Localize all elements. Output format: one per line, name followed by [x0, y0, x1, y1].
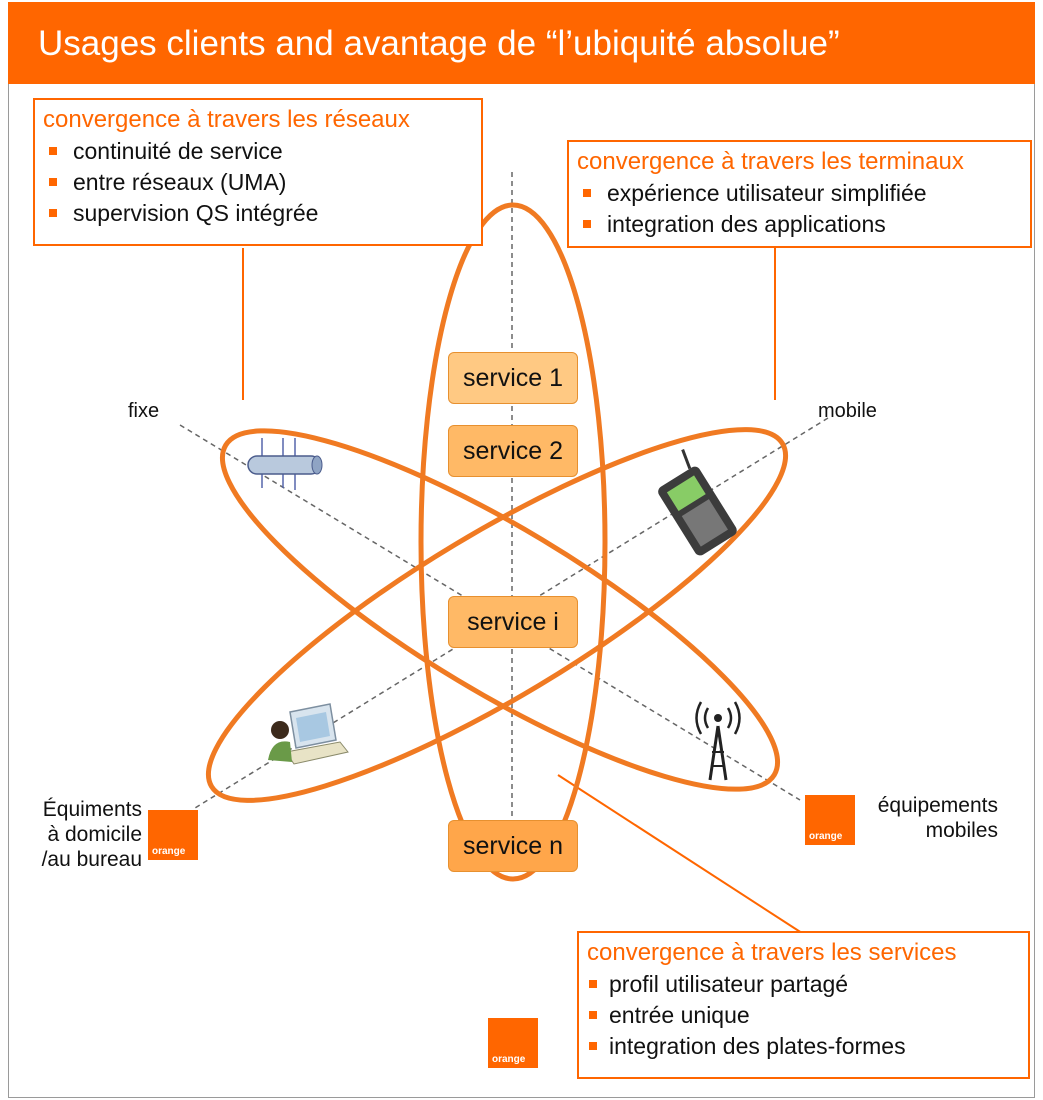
network-cable-icon [247, 438, 323, 490]
title-bar: Usages clients and avantage de “l’ubiqui… [8, 2, 1035, 84]
mobile-equipment-label: équipements mobiles [877, 794, 998, 842]
desktop-computer-user-icon [268, 703, 349, 765]
bullet-icon [589, 1011, 597, 1019]
mobile-phone-icon [658, 449, 737, 556]
service-i-box: service i [448, 596, 578, 648]
list-item: continuité de service [43, 136, 481, 167]
fixe-label: fixe [128, 400, 160, 422]
orbit-mobile [205, 427, 789, 803]
orbit-fixe [219, 428, 781, 792]
networks-convergence-box: convergence à travers les réseaux contin… [33, 98, 483, 246]
orbit-vertical [418, 202, 608, 882]
service-n-box: service n [448, 820, 578, 872]
networks-box-list: continuité de service entre réseaux (UMA… [43, 136, 481, 229]
orange-logo-mobile: orange [805, 795, 855, 845]
list-item: expérience utilisateur simplifiée [577, 178, 1030, 209]
list-item: profil utilisateur partagé [587, 969, 1028, 1000]
bullet-icon [589, 980, 597, 988]
list-item: entre réseaux (UMA) [43, 167, 481, 198]
list-item: entrée unique [587, 1000, 1028, 1031]
services-box-title: convergence à travers les services [587, 939, 957, 966]
list-item: supervision QS intégrée [43, 198, 481, 229]
networks-box-title: convergence à travers les réseaux [43, 106, 410, 133]
bullet-icon [49, 147, 57, 155]
service-1-box: service 1 [448, 352, 578, 404]
terminals-convergence-box: convergence à travers les terminaux expé… [567, 140, 1032, 248]
services-connector [557, 774, 806, 936]
services-convergence-box: convergence à travers les services profi… [577, 931, 1030, 1079]
terminals-box-title: convergence à travers les terminaux [577, 148, 964, 175]
bullet-icon [589, 1042, 597, 1050]
orange-logo-services: orange [488, 1018, 538, 1068]
bullet-icon [583, 220, 591, 228]
orange-logo-home: orange [148, 810, 198, 860]
antenna-tower-icon [695, 701, 741, 781]
bullet-icon [49, 209, 57, 217]
list-item: integration des applications [577, 209, 1030, 240]
terminals-box-list: expérience utilisateur simplifiée integr… [577, 178, 1030, 240]
home-equipment-label: Équiments à domicile /au bureau [41, 798, 142, 871]
bullet-icon [49, 178, 57, 186]
bullet-icon [583, 189, 591, 197]
slide-title: Usages clients and avantage de “l’ubiqui… [38, 24, 840, 63]
services-box-list: profil utilisateur partagé entrée unique… [587, 969, 1028, 1062]
list-item: integration des plates-formes [587, 1031, 1028, 1062]
service-2-box: service 2 [448, 425, 578, 477]
mobile-label: mobile [818, 400, 877, 422]
